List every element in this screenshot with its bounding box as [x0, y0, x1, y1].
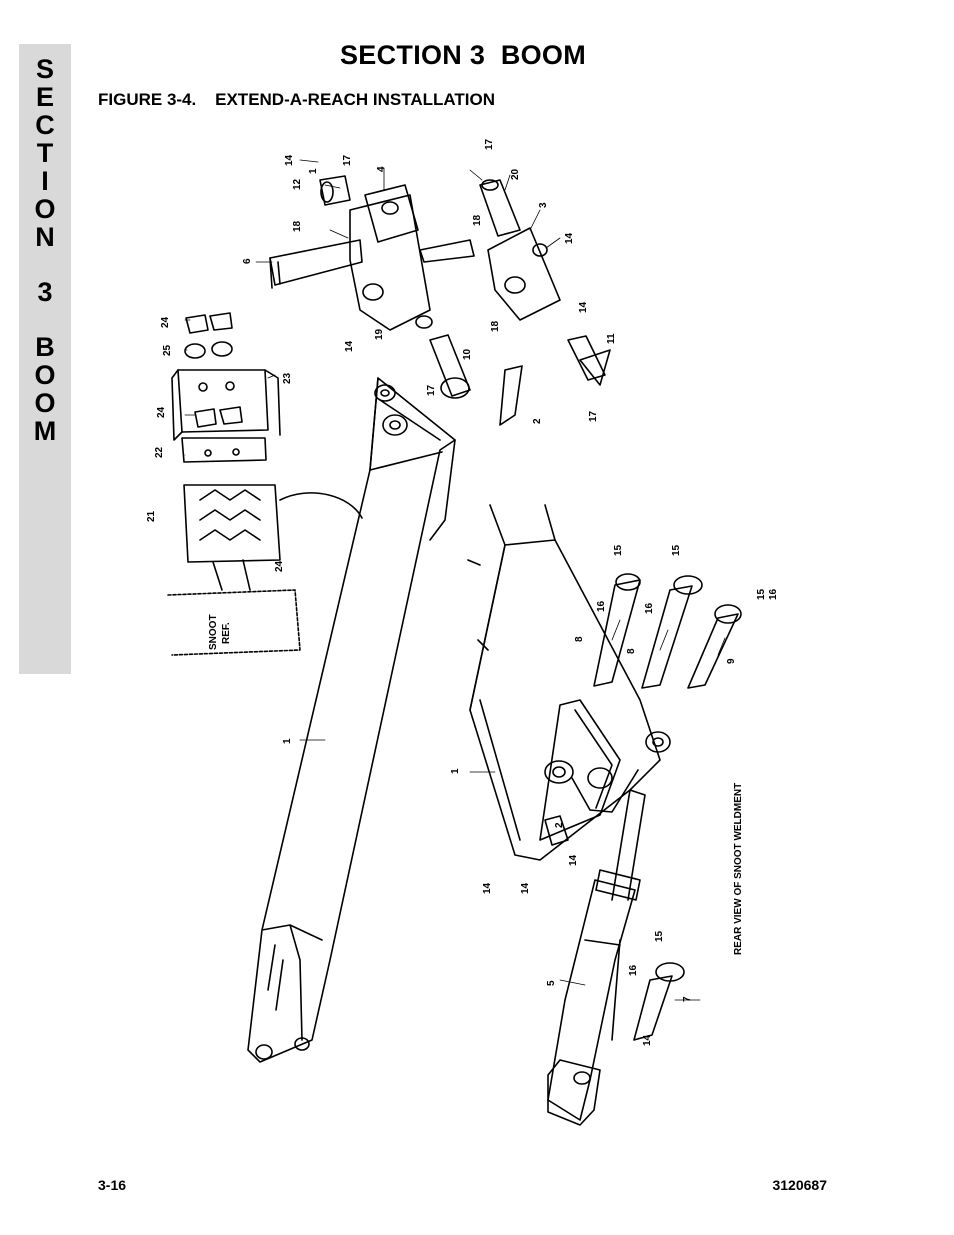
- callout-label: 9: [726, 658, 737, 664]
- callout-label: 14: [642, 1034, 653, 1046]
- callout-label: 22: [154, 446, 165, 458]
- side-tab-letter: E: [35, 82, 54, 112]
- side-tab-letter: O: [34, 360, 56, 390]
- section-side-tab: S E C T I O N 3 B O O M: [19, 44, 71, 674]
- callout-label: 14: [520, 882, 531, 894]
- callout-label: 16: [596, 600, 607, 612]
- callout-label: 21: [146, 510, 157, 522]
- side-tab-letter: B: [35, 332, 55, 362]
- callout-label: 14: [578, 301, 589, 313]
- callout-label: 2: [532, 418, 543, 424]
- callout-label: 14: [482, 882, 493, 894]
- callout-label: 24: [160, 316, 171, 328]
- callout-label: 6: [242, 258, 253, 264]
- callout-label: 12: [292, 178, 303, 190]
- snoot-ref-caption-line2: REF.: [221, 622, 232, 644]
- pins-drawing: [429, 334, 742, 1041]
- callout-label: 8: [574, 636, 585, 642]
- callout-label: 17: [484, 138, 495, 150]
- callout-label: 3: [538, 202, 549, 208]
- callout-label: 5: [546, 980, 557, 986]
- wear-pad-assembly-drawing: [167, 312, 363, 656]
- callout-label: 2: [554, 822, 565, 828]
- side-tab-letter: O: [34, 194, 56, 224]
- callout-label: 15: [654, 930, 665, 942]
- side-tab-letter: O: [34, 388, 56, 418]
- callout-label: 17: [588, 410, 599, 422]
- side-tab-letter: M: [33, 416, 57, 446]
- callout-label: 8: [626, 648, 637, 654]
- rear-view-caption: REAR VIEW OF SNOOT WELDMENT: [733, 783, 744, 955]
- callout-label: 4: [376, 166, 387, 172]
- callout-label: 11: [606, 333, 617, 344]
- side-tab-letter: C: [35, 110, 55, 140]
- callout-label: 15: [756, 588, 767, 600]
- callout-label: 7: [682, 996, 693, 1002]
- callout-label: 24: [156, 406, 167, 418]
- figure-title: FIGURE 3-4. EXTEND-A-REACH INSTALLATION: [98, 90, 495, 109]
- callout-label: 25: [162, 344, 173, 356]
- callout-label: 14: [568, 854, 579, 866]
- page-title: SECTION 3 BOOM: [339, 40, 587, 70]
- callout-label: 14: [284, 154, 295, 166]
- top-bracket-drawing: [269, 175, 561, 331]
- callout-label: 18: [472, 214, 483, 226]
- side-tab-letter: I: [41, 166, 49, 196]
- callout-label: 15: [613, 544, 624, 556]
- callout-label: 18: [292, 220, 303, 232]
- callout-label: 1: [450, 768, 461, 774]
- snoot-weldment-drawing: [467, 504, 671, 861]
- callout-label: 18: [490, 320, 501, 332]
- cylinder-drawing: [547, 789, 646, 1126]
- side-tab-letter: S: [35, 54, 54, 84]
- callout-label: 19: [374, 328, 385, 340]
- callout-label: 24: [274, 560, 285, 572]
- callout-label: 16: [644, 602, 655, 614]
- callout-label: 16: [628, 964, 639, 976]
- document-number: 3120687: [772, 1177, 827, 1193]
- callout-label: 16: [768, 588, 779, 600]
- callout-labels: 1 14 17 12 4 18 6 17 20 3 18 14 14 18 11…: [146, 138, 779, 1046]
- callout-label: 20: [510, 168, 521, 180]
- leader-lines: [184, 159, 726, 1001]
- side-tab-letter: T: [36, 138, 54, 168]
- callout-label: 14: [344, 340, 355, 352]
- callout-label: 15: [671, 544, 682, 556]
- page-number: 3-16: [98, 1177, 127, 1193]
- callout-label: 10: [462, 348, 473, 360]
- side-tab-letter: N: [35, 222, 55, 252]
- callout-label: 23: [282, 372, 293, 384]
- boom-arm-drawing: [247, 377, 456, 1063]
- callout-label: 17: [426, 384, 437, 396]
- side-tab-letter: 3: [37, 277, 53, 307]
- callout-label: 1: [282, 738, 293, 744]
- snoot-ref-caption-line1: SNOOT: [208, 614, 219, 650]
- callout-label: 14: [564, 232, 575, 244]
- callout-label: 1: [308, 168, 319, 174]
- callout-label: 17: [342, 154, 353, 166]
